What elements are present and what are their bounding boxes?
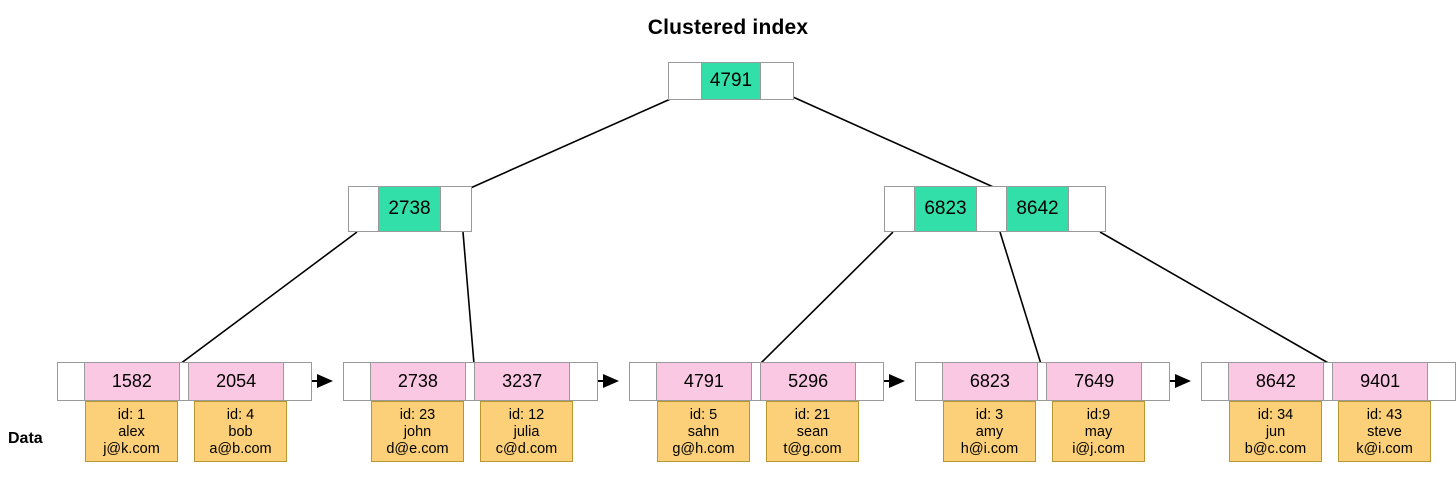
leaf-3-pointer-0[interactable]	[630, 363, 656, 400]
record-id: id:9	[1086, 406, 1111, 423]
leaf-4-record-0: id: 3 amy h@i.com	[943, 401, 1036, 462]
leaf-4-record-1: id:9 may i@j.com	[1052, 401, 1145, 462]
internal-right-pointer-1[interactable]	[977, 187, 1006, 231]
leaf-1-key-0[interactable]: 1582	[83, 363, 181, 400]
leaf-1-record-0: id: 1 alex j@k.com	[85, 401, 178, 462]
record-id: id: 12	[508, 406, 545, 423]
leaf-4-key-0[interactable]: 6823	[941, 363, 1039, 400]
leaf-1-key-1[interactable]: 2054	[187, 363, 285, 400]
record-email: i@j.com	[1072, 440, 1125, 457]
internal-right-pointer-0[interactable]	[885, 187, 914, 231]
leaf-2-key-1[interactable]: 3237	[473, 363, 571, 400]
leaf-3-pointer-1[interactable]	[752, 363, 760, 400]
leaf-3-record-0: id: 5 sahn g@h.com	[657, 401, 750, 462]
leaf-2-record-1: id: 12 julia c@d.com	[480, 401, 573, 462]
root-node[interactable]: 4791	[668, 62, 794, 100]
data-row-label: Data	[8, 430, 43, 447]
leaf-2-pointer-1[interactable]	[466, 363, 474, 400]
record-id: id: 43	[1366, 406, 1403, 423]
leaf-node-2[interactable]: 2738 3237	[343, 362, 598, 401]
edge-internal-left-to-leaf-1	[179, 231, 358, 365]
record-email: d@e.com	[386, 440, 449, 457]
record-name: amy	[975, 423, 1004, 440]
leaf-node-3[interactable]: 4791 5296	[629, 362, 884, 401]
record-id: id: 1	[117, 406, 146, 423]
record-id: id: 4	[226, 406, 255, 423]
leaf-5-key-0[interactable]: 8642	[1227, 363, 1325, 400]
leaf-4-pointer-2[interactable]	[1142, 363, 1170, 400]
record-name: julia	[513, 423, 540, 440]
record-name: john	[403, 423, 432, 440]
leaf-node-1[interactable]: 1582 2054	[57, 362, 312, 401]
leaf-3-key-0[interactable]: 4791	[655, 363, 753, 400]
record-name: alex	[118, 423, 145, 440]
edge-internal-right-to-leaf-4	[999, 231, 1042, 365]
edge-internal-right-to-leaf-5	[1099, 231, 1331, 365]
leaf-2-key-0[interactable]: 2738	[369, 363, 467, 400]
root-pointer-right[interactable]	[760, 63, 793, 99]
leaf-3-record-1: id: 21 sean t@g.com	[766, 401, 859, 462]
record-name: steve	[1367, 423, 1402, 440]
edge-root-to-internal-left	[465, 96, 676, 191]
internal-left-key-0[interactable]: 2738	[378, 187, 441, 231]
leaf-node-5[interactable]: 8642 9401	[1201, 362, 1456, 401]
record-email: c@d.com	[495, 440, 558, 457]
record-email: k@i.com	[1356, 440, 1413, 457]
root-pointer-left[interactable]	[669, 63, 702, 99]
page-title: Clustered index	[647, 16, 809, 39]
record-id: id: 3	[975, 406, 1004, 423]
leaf-2-pointer-2[interactable]	[570, 363, 598, 400]
leaf-3-pointer-2[interactable]	[856, 363, 884, 400]
leaf-1-pointer-0[interactable]	[58, 363, 84, 400]
leaf-1-pointer-1[interactable]	[180, 363, 188, 400]
record-email: h@i.com	[960, 440, 1019, 457]
internal-right-pointer-2[interactable]	[1069, 187, 1098, 231]
record-email: j@k.com	[103, 440, 160, 457]
record-email: b@c.com	[1244, 440, 1307, 457]
leaf-5-record-1: id: 43 steve k@i.com	[1338, 401, 1431, 462]
leaf-2-pointer-0[interactable]	[344, 363, 370, 400]
edge-root-to-internal-right	[792, 96, 1001, 191]
root-key-0[interactable]: 4791	[701, 63, 761, 99]
leaf-5-key-1[interactable]: 9401	[1331, 363, 1429, 400]
record-name: sahn	[687, 423, 720, 440]
record-name: sean	[796, 423, 829, 440]
internal-node-left[interactable]: 2738	[348, 186, 472, 232]
internal-left-pointer-1[interactable]	[441, 187, 470, 231]
leaf-5-pointer-2[interactable]	[1428, 363, 1456, 400]
leaf-1-pointer-2[interactable]	[284, 363, 312, 400]
internal-right-key-0[interactable]: 6823	[914, 187, 977, 231]
record-id: id: 23	[399, 406, 436, 423]
record-name: jun	[1265, 423, 1286, 440]
leaf-node-4[interactable]: 6823 7649	[915, 362, 1170, 401]
leaf-5-pointer-1[interactable]	[1324, 363, 1332, 400]
record-name: may	[1084, 423, 1113, 440]
record-email: t@g.com	[783, 440, 842, 457]
leaf-2-record-0: id: 23 john d@e.com	[371, 401, 464, 462]
leaf-5-record-0: id: 34 jun b@c.com	[1229, 401, 1322, 462]
record-id: id: 34	[1257, 406, 1294, 423]
record-id: id: 21	[794, 406, 831, 423]
record-email: g@h.com	[672, 440, 735, 457]
record-email: a@b.com	[209, 440, 272, 457]
leaf-3-key-1[interactable]: 5296	[759, 363, 857, 400]
record-id: id: 5	[689, 406, 718, 423]
edge-internal-left-to-leaf-2	[462, 231, 475, 365]
internal-right-key-1[interactable]: 8642	[1006, 187, 1069, 231]
leaf-4-key-1[interactable]: 7649	[1045, 363, 1143, 400]
record-name: bob	[228, 423, 253, 440]
leaf-1-record-1: id: 4 bob a@b.com	[194, 401, 287, 462]
leaf-5-pointer-0[interactable]	[1202, 363, 1228, 400]
internal-node-right[interactable]: 6823 8642	[884, 186, 1106, 232]
leaf-4-pointer-0[interactable]	[916, 363, 942, 400]
edge-internal-right-to-leaf-3	[759, 231, 894, 365]
leaf-4-pointer-1[interactable]	[1038, 363, 1046, 400]
internal-left-pointer-0[interactable]	[349, 187, 378, 231]
